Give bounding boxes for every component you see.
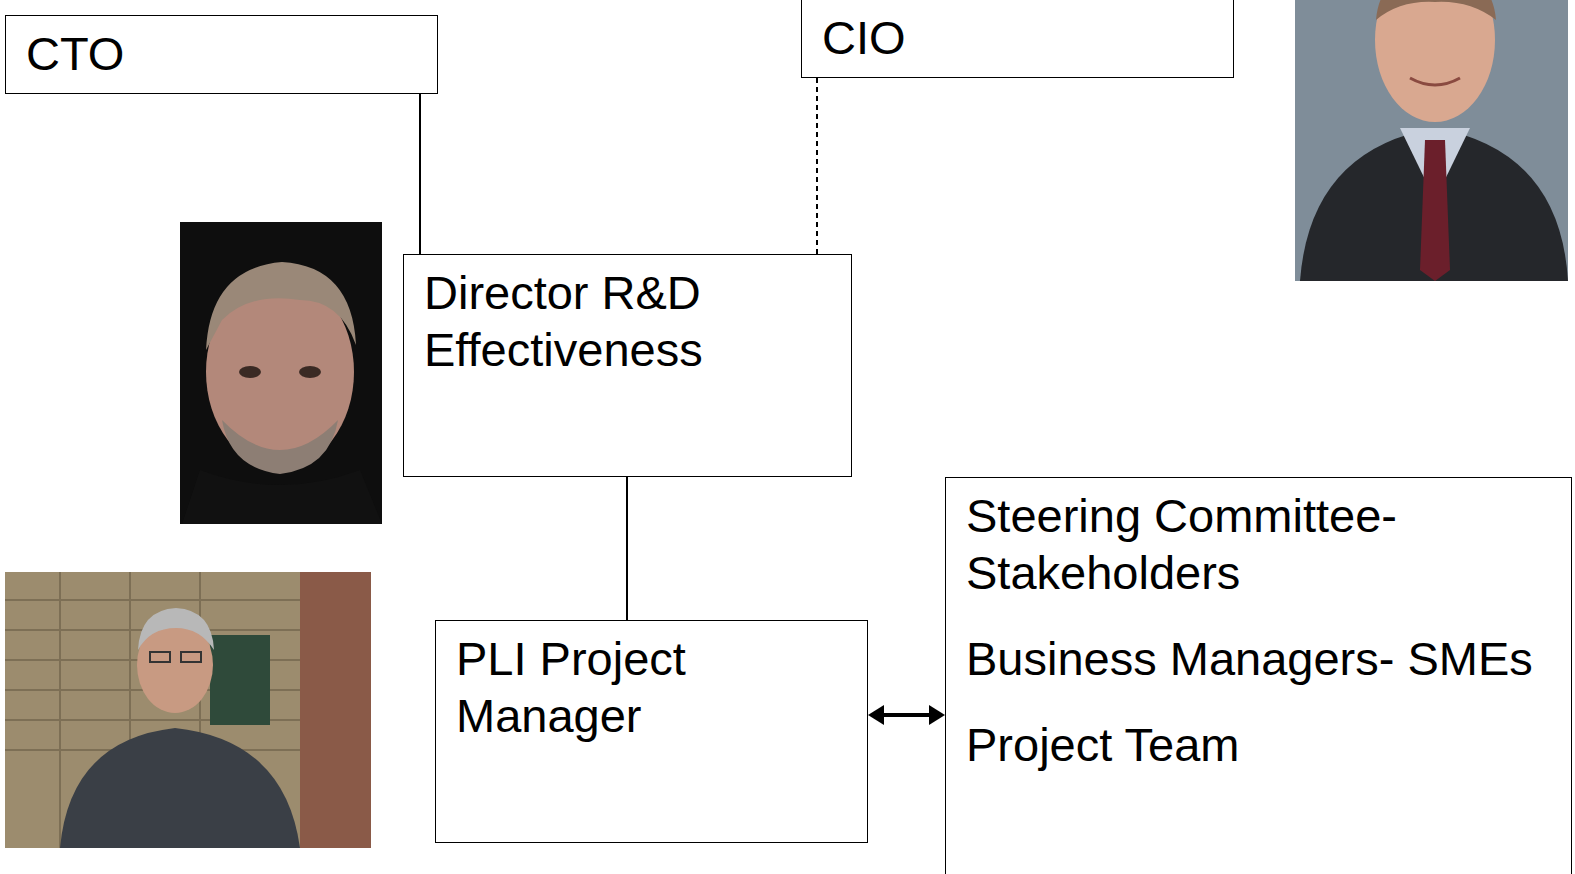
box-label: Project Team: [966, 716, 1563, 773]
connector: [817, 78, 818, 254]
box-label: Business Managers- SMEs: [966, 630, 1563, 687]
portrait-photo: [1295, 0, 1568, 281]
box-label: PLI Project Manager: [456, 630, 859, 744]
connector: [420, 94, 421, 254]
box-label: Steering Committee- Stakeholders: [966, 487, 1563, 601]
portrait-photo: [5, 572, 371, 848]
box-label: CTO: [26, 25, 429, 82]
portrait-photo: [180, 222, 382, 524]
connector-line: [816, 78, 818, 254]
connector: [627, 477, 628, 620]
role-box: CIO: [801, 0, 1234, 78]
arrow-head: [868, 705, 884, 725]
role-box: PLI Project Manager: [435, 620, 868, 843]
arrow-head: [929, 705, 945, 725]
connector-line: [882, 713, 931, 717]
box-label: CIO: [822, 9, 1225, 66]
connector-line: [419, 94, 421, 254]
group-box: Steering Committee- StakeholdersBusiness…: [945, 477, 1572, 874]
connector-line: [626, 477, 628, 620]
box-label: Director R&D Effectiveness: [424, 264, 843, 378]
connector: [868, 705, 945, 725]
role-box: CTO: [5, 15, 438, 94]
role-box: Director R&D Effectiveness: [403, 254, 852, 477]
